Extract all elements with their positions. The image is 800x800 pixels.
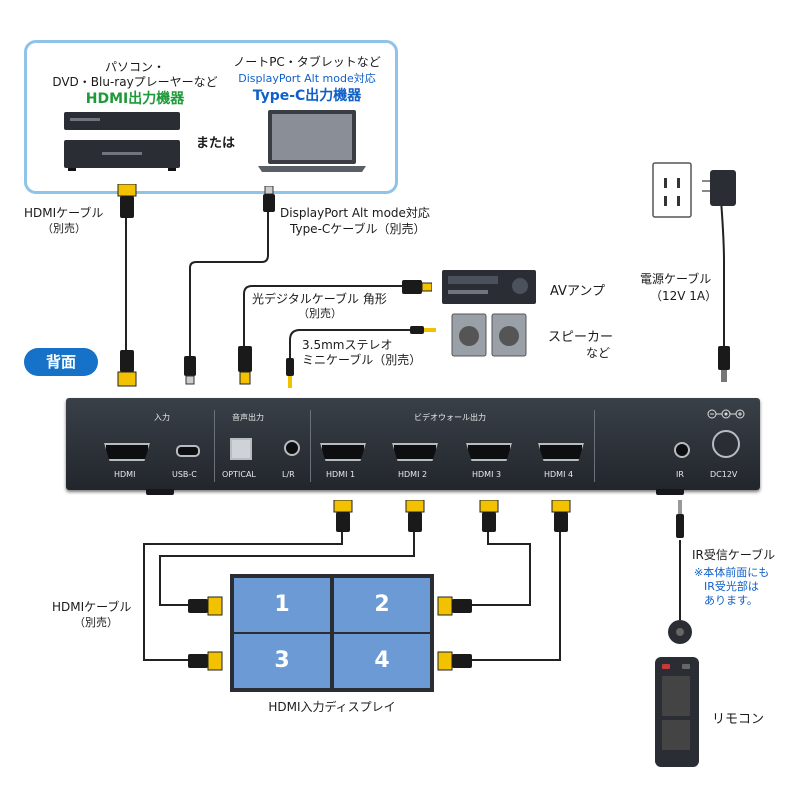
av-amplifier-icon bbox=[442, 270, 536, 304]
or-text: または bbox=[196, 136, 236, 151]
lr-port-label: L/R bbox=[282, 470, 295, 479]
ir-port-label: IR bbox=[676, 470, 684, 479]
device-foot bbox=[656, 489, 684, 495]
usbc-connector-icon bbox=[263, 186, 275, 212]
display-label: HDMI入力ディスプレイ bbox=[268, 700, 396, 714]
ir-port[interactable] bbox=[674, 442, 690, 458]
hdmi2-output-port[interactable] bbox=[392, 443, 438, 461]
usbc-connector-icon bbox=[184, 356, 196, 385]
hdmi-connector-icon bbox=[479, 500, 499, 532]
hdmi4-port-label: HDMI 4 bbox=[544, 470, 574, 479]
typec-cable-line1: DisplayPort Alt mode対応 bbox=[280, 206, 430, 220]
panel-divider bbox=[594, 410, 595, 482]
hdmi-input-port[interactable] bbox=[104, 443, 150, 461]
typec-cable-line2: Type-Cケーブル（別売） bbox=[290, 222, 426, 236]
panel-divider bbox=[310, 410, 311, 482]
hdmi-cable-label-bottom: HDMIケーブル bbox=[52, 600, 132, 614]
pc-line2: DVD・Blu-rayプレーヤーなど bbox=[52, 75, 218, 89]
mini-jack-connector-icon bbox=[286, 358, 294, 388]
hdmi-connector-icon bbox=[333, 500, 353, 532]
hdmi-cable-label-top: HDMIケーブル bbox=[24, 206, 104, 220]
rear-view-badge: 背面 bbox=[24, 348, 98, 376]
hdmi-connector-icon bbox=[437, 651, 472, 671]
pc-title: HDMI出力機器 bbox=[85, 91, 185, 107]
hdmi-connector-icon bbox=[437, 596, 472, 616]
usbc-port-label: USB-C bbox=[172, 470, 197, 479]
optical-connector-icon bbox=[238, 346, 252, 385]
hdmi-connector-icon bbox=[551, 500, 571, 532]
display-2: 2 bbox=[334, 578, 430, 632]
remote-label: リモコン bbox=[712, 712, 765, 727]
remote-control-icon bbox=[655, 657, 699, 767]
av-amp-label: AVアンプ bbox=[550, 284, 606, 299]
laptop-line2: DisplayPort Alt mode対応 bbox=[238, 72, 376, 85]
ac-adapter-icon bbox=[702, 170, 736, 206]
ir-note-line3: あります。 bbox=[704, 594, 758, 607]
hdmi3-port-label: HDMI 3 bbox=[472, 470, 502, 479]
hdmi-connector-icon bbox=[117, 184, 137, 218]
mini-cable-line2: ミニケーブル（別売） bbox=[302, 353, 422, 367]
power-cable-line2: （12V 1A） bbox=[650, 289, 718, 303]
ir-note-line2: IR受光部は bbox=[704, 580, 759, 593]
hdmi2-port-label: HDMI 2 bbox=[398, 470, 428, 479]
optical-port-label: OPTICAL bbox=[222, 470, 256, 479]
optical-cable-label: 光デジタルケーブル 角形 bbox=[252, 292, 387, 306]
mini-cable-line1: 3.5mmステレオ bbox=[302, 338, 393, 352]
hdmi-connector-icon bbox=[188, 596, 223, 616]
lr-audio-port[interactable] bbox=[284, 440, 300, 456]
hdmi-cable-note-bottom: （別売） bbox=[74, 616, 118, 629]
hdmi-port-label: HDMI bbox=[114, 470, 136, 479]
hdmi-cable-note-top: （別売） bbox=[42, 222, 86, 235]
laptop-line1: ノートPC・タブレットなど bbox=[233, 55, 381, 69]
hdmi4-output-port[interactable] bbox=[538, 443, 584, 461]
ir-note-line1: ※本体前面にも bbox=[694, 566, 770, 579]
hdmi-connector-icon bbox=[188, 651, 223, 671]
optical-cable-note: （別売） bbox=[298, 307, 342, 320]
laptop-icon bbox=[258, 110, 366, 172]
dc-port-label: DC12V bbox=[710, 470, 738, 479]
hdmi3-output-port[interactable] bbox=[466, 443, 512, 461]
ir-cable-title: IR受信ケーブル bbox=[692, 548, 776, 562]
rear-panel: 入力 音声出力 ビデオウォール出力 HDMI USB-C OPTICAL L/R… bbox=[66, 398, 760, 490]
ir-jack-connector-icon bbox=[676, 500, 684, 538]
pc-line1: パソコン・ bbox=[104, 60, 165, 74]
dc-input-port[interactable] bbox=[712, 430, 740, 458]
speaker-label: スピーカー bbox=[548, 330, 614, 345]
display-4: 4 bbox=[334, 634, 430, 688]
optical-connector-icon bbox=[402, 280, 432, 294]
speaker-icon bbox=[451, 313, 527, 357]
ir-receiver-icon bbox=[668, 620, 692, 644]
hdmi1-output-port[interactable] bbox=[320, 443, 366, 461]
hdmi-connector-icon bbox=[117, 350, 137, 387]
mini-jack-connector-icon bbox=[410, 326, 436, 334]
input-section-label: 入力 bbox=[154, 413, 170, 422]
dc-polarity-icon bbox=[707, 409, 745, 419]
laptop-title: Type-C出力機器 bbox=[252, 88, 362, 104]
hdmi-connector-icon bbox=[405, 500, 425, 532]
speaker-suffix: など bbox=[586, 346, 611, 360]
power-cable-line1: 電源ケーブル bbox=[640, 272, 712, 286]
panel-divider bbox=[214, 410, 215, 482]
display-1: 1 bbox=[234, 578, 330, 632]
wall-section-label: ビデオウォール出力 bbox=[414, 413, 486, 422]
dc-plug-icon bbox=[718, 346, 730, 382]
hdmi1-port-label: HDMI 1 bbox=[326, 470, 356, 479]
power-outlet-icon bbox=[652, 162, 692, 218]
device-foot bbox=[146, 489, 174, 495]
bluray-player-icon bbox=[64, 112, 180, 171]
audio-section-label: 音声出力 bbox=[232, 413, 264, 422]
usbc-input-port[interactable] bbox=[176, 445, 200, 457]
optical-port[interactable] bbox=[230, 438, 252, 460]
display-3: 3 bbox=[234, 634, 330, 688]
